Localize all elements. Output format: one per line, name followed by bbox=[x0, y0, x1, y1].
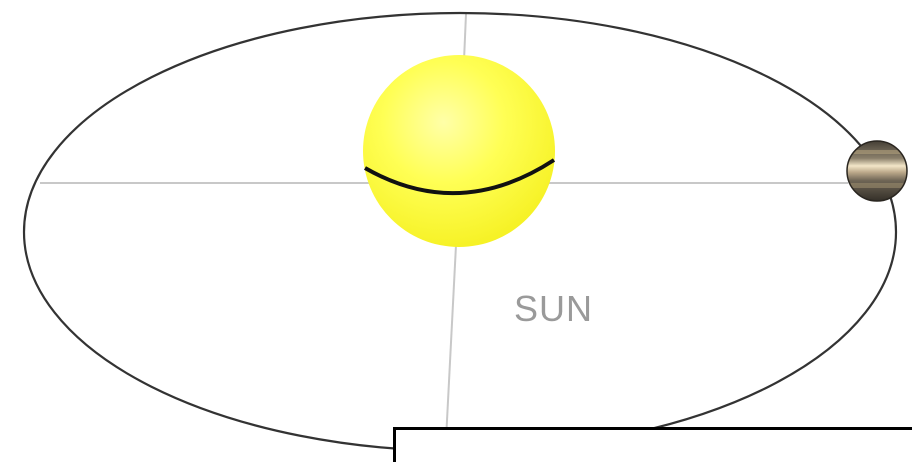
vertical-axis-line-bottom bbox=[445, 244, 457, 441]
caption-box bbox=[393, 427, 912, 462]
planet-icon bbox=[846, 140, 908, 202]
sun-icon bbox=[363, 55, 556, 247]
sun-equator-line bbox=[364, 158, 556, 196]
sun-label: SUN bbox=[514, 288, 594, 329]
